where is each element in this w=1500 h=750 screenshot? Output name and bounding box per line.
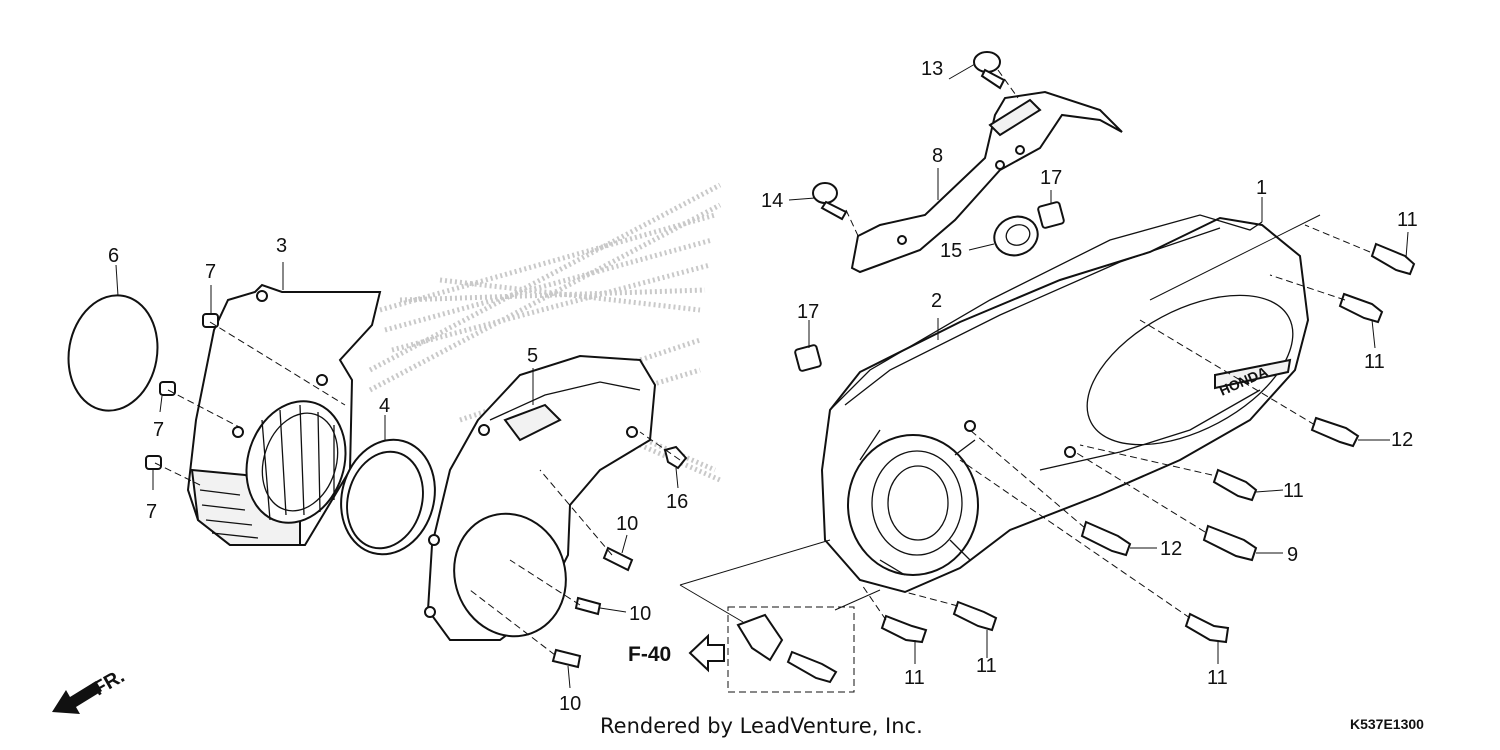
callout-11c: 11 <box>1283 480 1304 502</box>
callout-5: 5 <box>527 345 538 367</box>
o-ring-part <box>67 294 159 412</box>
callout-9: 9 <box>1287 544 1298 566</box>
page-reference: F-40 <box>628 633 725 673</box>
callout-10b: 10 <box>629 603 651 625</box>
callout-8: 8 <box>932 145 943 167</box>
reference-subassembly-part <box>727 606 855 693</box>
cover-housing-part <box>186 283 382 546</box>
callout-numbers: 1 2 3 4 5 6 7 7 7 8 9 10 10 10 11 11 11 … <box>108 58 1418 715</box>
leader-lines <box>115 63 1409 689</box>
callout-6: 6 <box>108 245 119 267</box>
dowel-pin-part <box>794 201 1065 372</box>
alignment-lines <box>154 69 1371 656</box>
callout-3: 3 <box>276 235 287 257</box>
callout-12a: 12 <box>1391 429 1413 451</box>
callout-17b: 17 <box>797 301 819 323</box>
callout-14: 14 <box>761 190 783 212</box>
callout-7c: 7 <box>146 501 157 523</box>
callout-10c: 10 <box>559 693 581 715</box>
callout-2: 2 <box>931 290 942 312</box>
callout-11f: 11 <box>1207 667 1228 689</box>
bearing-part <box>993 215 1039 257</box>
cover-bolt-set <box>880 242 1416 644</box>
callout-11a: 11 <box>1397 209 1418 231</box>
callout-4: 4 <box>379 395 390 417</box>
rear-cover-plate-part <box>829 214 1263 411</box>
callout-17a: 17 <box>1040 167 1062 189</box>
front-arrow-icon <box>52 681 102 714</box>
callout-13: 13 <box>921 58 943 80</box>
callout-1: 1 <box>1256 177 1267 199</box>
diagram-code: K537E1300 <box>1350 716 1424 732</box>
callout-10a: 10 <box>616 513 638 535</box>
callout-11b: 11 <box>1364 351 1385 373</box>
callout-11e: 11 <box>976 655 997 677</box>
callout-7b: 7 <box>153 419 164 441</box>
inner-cover-part <box>424 354 657 641</box>
render-credit: Rendered by LeadVenture, Inc. <box>600 714 923 738</box>
callout-7a: 7 <box>205 261 216 283</box>
callout-11d: 11 <box>904 667 925 689</box>
crankcase-cover-part: HONDA <box>820 216 1310 594</box>
bracket-part <box>850 90 1123 274</box>
cover-bolt-part <box>551 546 634 669</box>
callout-15: 15 <box>940 240 962 262</box>
callout-12b: 12 <box>1160 538 1182 560</box>
small-screw-part <box>663 445 688 470</box>
grommet-part <box>812 51 1006 221</box>
reference-arrow-icon <box>688 633 725 673</box>
front-direction: FR. <box>52 665 128 714</box>
seal-ring-part <box>340 438 436 556</box>
reference-label: F-40 <box>628 643 671 666</box>
callout-16: 16 <box>666 491 688 513</box>
